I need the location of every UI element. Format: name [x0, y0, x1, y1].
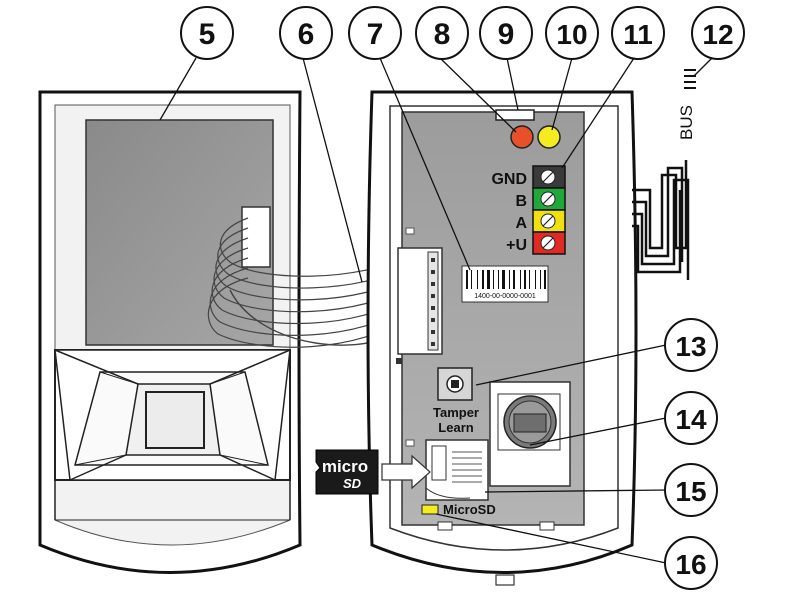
terminal-label-gnd: GND: [491, 171, 527, 188]
barcode-bar: [487, 270, 490, 289]
svg-text:13: 13: [675, 331, 706, 362]
svg-text:9: 9: [498, 18, 515, 51]
yellow-led: [537, 125, 561, 149]
callouts: 5 6 7 8 9 10 11 12 13 14 15 16: [180, 6, 745, 590]
svg-text:12: 12: [702, 19, 733, 50]
callout-15: 15: [664, 463, 718, 517]
barcode-bar: [540, 270, 541, 289]
red-led: [510, 125, 534, 149]
callout-11: 11: [611, 6, 665, 60]
callout-10: 10: [545, 6, 599, 60]
microsd-label: MicroSD: [443, 502, 496, 517]
callout-12: 12: [691, 6, 745, 60]
ribbon-cable: [207, 217, 411, 348]
top-slot: [495, 109, 535, 121]
svg-text:11: 11: [623, 19, 653, 50]
svg-text:8: 8: [434, 18, 451, 51]
barcode-bar: [509, 270, 510, 289]
barcode-number: 1400-00-0000-0001: [474, 293, 536, 300]
front-cover: [38, 90, 302, 574]
svg-text:6: 6: [298, 18, 315, 51]
svg-text:16: 16: [675, 549, 706, 580]
barcode-bar: [513, 270, 515, 289]
microsd-slot: [425, 439, 489, 501]
barcode-bar: [535, 270, 536, 289]
callout-6: 6: [279, 6, 333, 60]
microsd-card-top: micro: [322, 457, 368, 476]
callout-16: 16: [664, 536, 718, 590]
barcode-bar: [524, 270, 526, 289]
barcode-bar: [482, 270, 484, 289]
insert-arrow: [381, 454, 431, 490]
barcode-label: 1400-00-0000-0001: [461, 265, 549, 303]
tamper-learn-button: Tamper Learn: [433, 367, 479, 435]
barcode-bar: [520, 270, 521, 289]
terminal-label-b: B: [515, 193, 527, 210]
callout-5: 5: [180, 6, 234, 60]
barcode-bar: [498, 270, 499, 289]
callout-7: 7: [348, 6, 402, 60]
barcode-bar: [502, 270, 505, 289]
bus-label: BUS: [677, 105, 696, 140]
base-housing: GND B A +U 1400-00-0000-0001: [366, 90, 638, 586]
microsd-led: [421, 504, 439, 515]
barcode-bar: [529, 270, 530, 289]
barcode-bar: [544, 270, 546, 289]
svg-text:15: 15: [675, 476, 706, 507]
barcode-bar: [493, 270, 494, 289]
svg-text:14: 14: [675, 404, 707, 435]
svg-text:5: 5: [199, 18, 216, 51]
callout-14: 14: [664, 391, 718, 445]
cover-connector: [241, 206, 271, 268]
board-connector: [397, 247, 443, 355]
pir-sensor: [489, 381, 571, 487]
bus-cable: [632, 69, 696, 280]
microsd-card: micro SD: [315, 449, 431, 495]
fresnel-lens: [54, 349, 291, 521]
barcode-bar: [477, 270, 478, 289]
learn-label: Learn: [438, 420, 473, 435]
leader-lines: [159, 57, 713, 564]
terminal-block: GND B A +U: [491, 165, 566, 255]
svg-text:7: 7: [367, 18, 384, 51]
tamper-label: Tamper: [433, 405, 479, 420]
barcode-bar: [466, 270, 468, 289]
microsd-card-bottom: SD: [343, 476, 362, 491]
terminal-label-a: A: [515, 215, 527, 232]
barcode-bar: [471, 270, 472, 289]
callout-9: 9: [479, 6, 533, 60]
callout-13: 13: [664, 318, 718, 372]
svg-text:10: 10: [556, 19, 587, 50]
terminal-label-u: +U: [506, 237, 527, 254]
callout-8: 8: [415, 6, 469, 60]
